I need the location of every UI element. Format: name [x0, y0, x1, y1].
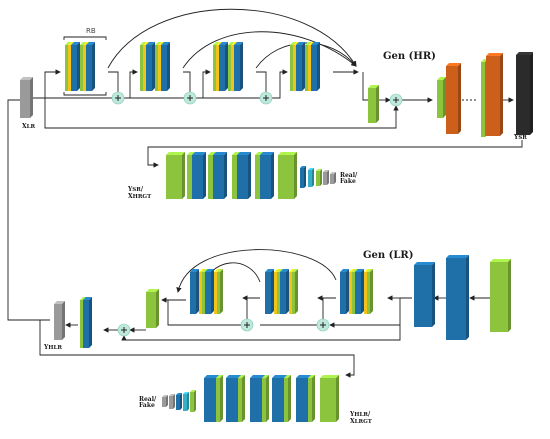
disc-bot-small-4 [169, 394, 175, 409]
rb-lr-3-layer-3 [205, 269, 214, 314]
output-y-sr-block [516, 52, 533, 135]
rb-lr-1-layer-5 [367, 269, 373, 314]
disc-bot-input-label: YHLR/ XLRGT [350, 411, 372, 425]
wire-to-conv [362, 72, 368, 101]
disc-bot-small-3 [176, 393, 182, 410]
wire-rb-lr1-out [322, 297, 336, 319]
upsample-orange-2 [486, 53, 503, 136]
rb-lr-2-layer-3 [280, 269, 289, 314]
disc-top-small-4 [323, 170, 329, 185]
wire-rb-lr2-out [246, 297, 260, 319]
sum-nodes [111, 91, 403, 337]
sum-node-lr-2 [240, 318, 254, 332]
lr-down-blue-2 [446, 255, 469, 340]
disc-top-layer-1 [192, 152, 206, 199]
y-sr-label: YSR [514, 134, 527, 141]
lr-out-stack-layer-1 [83, 297, 92, 348]
disc-bot-layer-g-2 [284, 375, 291, 422]
rb-lr-3-layer-5 [217, 269, 223, 314]
disc-top-layer-5 [283, 152, 297, 199]
wire-hlr-to-disc [39, 319, 355, 378]
disc-top-small-2 [308, 168, 314, 187]
rb-bracket-bottom [63, 92, 107, 96]
disc-top-output-label: Real/Fake [340, 172, 358, 185]
wire-lr-skip-main [329, 297, 412, 328]
rb-3-layer-2 [219, 42, 228, 91]
output-y-hlr-block [54, 301, 65, 340]
gen-lr-title: Gen (LR) [363, 250, 414, 261]
wire-xlr-to-bottom [7, 99, 50, 321]
residual-block-label: RB [86, 27, 96, 35]
sum-node-lr-global [117, 323, 131, 337]
sum-node-hr-3 [259, 91, 273, 105]
connection-lines [7, 8, 523, 378]
rb-2-layer-2 [146, 42, 155, 91]
rb-2-layer-5 [161, 42, 170, 91]
wire-sr-to-disc [147, 140, 523, 168]
disc-top-input-label: YSR/ XHRGT [128, 186, 152, 200]
disc-top-layer-3 [237, 152, 251, 199]
rb-lr-1-layer-3 [355, 269, 364, 314]
rb-3-layer-5 [234, 42, 243, 91]
rb-lr-2-layer-5 [292, 269, 298, 314]
rb-1-layer-5 [86, 42, 95, 91]
y-hlr-label: YHLR [44, 344, 62, 351]
sum-node-hr-global [389, 93, 403, 107]
arc-long-3 [255, 42, 357, 69]
gen-hr-title: Gen (HR) [383, 51, 436, 62]
rb-lr-1-layer-0 [340, 269, 349, 314]
arc-lr-long [176, 249, 337, 293]
conv-after-rb-block [368, 85, 379, 123]
rb-4-layer-5 [311, 42, 320, 91]
disc-top-layer-2 [213, 152, 227, 199]
disc-bot-layer-g-4 [238, 375, 245, 422]
wire-global-skip [44, 98, 399, 129]
disc-bot-layer-g-3 [262, 375, 269, 422]
rb-bracket [63, 36, 107, 40]
lr-conv-green [146, 289, 159, 328]
disc-bot-layer-g-5 [216, 375, 223, 422]
wire-to-rb3 [196, 69, 211, 99]
disc-bot-layer-g-0 [332, 375, 339, 422]
rb-4-layer-2 [296, 42, 305, 91]
rb-1-layer-2 [71, 42, 80, 91]
wire-to-rb4 [272, 69, 288, 99]
disc-top-layer-0 [171, 152, 185, 199]
wire-input-to-rb1 [33, 69, 61, 99]
rb-lr-3-layer-0 [190, 269, 199, 314]
lr-down-blue-1 [414, 262, 435, 327]
x-lr-label: XLR [22, 123, 36, 130]
sum-node-hr-1 [111, 91, 125, 105]
wire-to-rb2 [124, 69, 138, 99]
arc-long-2 [182, 31, 357, 69]
sum-node-hr-2 [183, 91, 197, 105]
disc-top-layer-4 [260, 152, 274, 199]
layer-blocks [20, 42, 533, 422]
wire-rb2-out [183, 71, 191, 92]
disc-bot-layer-g-1 [308, 375, 315, 422]
sum-node-lr-1 [316, 318, 330, 332]
wire-rb1-out [108, 71, 119, 92]
wire-lr-global-skip [121, 325, 401, 341]
input-x-lr-block [20, 77, 33, 118]
disc-bot-small-5 [162, 395, 168, 407]
disc-top-small-3 [316, 169, 322, 186]
lr-input-green-block [490, 259, 511, 332]
disc-top-small-5 [330, 172, 336, 184]
upsample-orange-1 [446, 63, 461, 134]
disc-bot-small-2 [183, 392, 189, 411]
wire-rb3-out [256, 71, 267, 92]
disc-top-small-1 [300, 166, 306, 188]
disc-bot-output-label: Real/Fake [139, 396, 157, 409]
rb-lr-2-layer-0 [265, 269, 274, 314]
up-conv-green-1 [437, 77, 446, 118]
disc-bot-small-1 [190, 390, 196, 412]
arc-long-1 [107, 8, 357, 69]
